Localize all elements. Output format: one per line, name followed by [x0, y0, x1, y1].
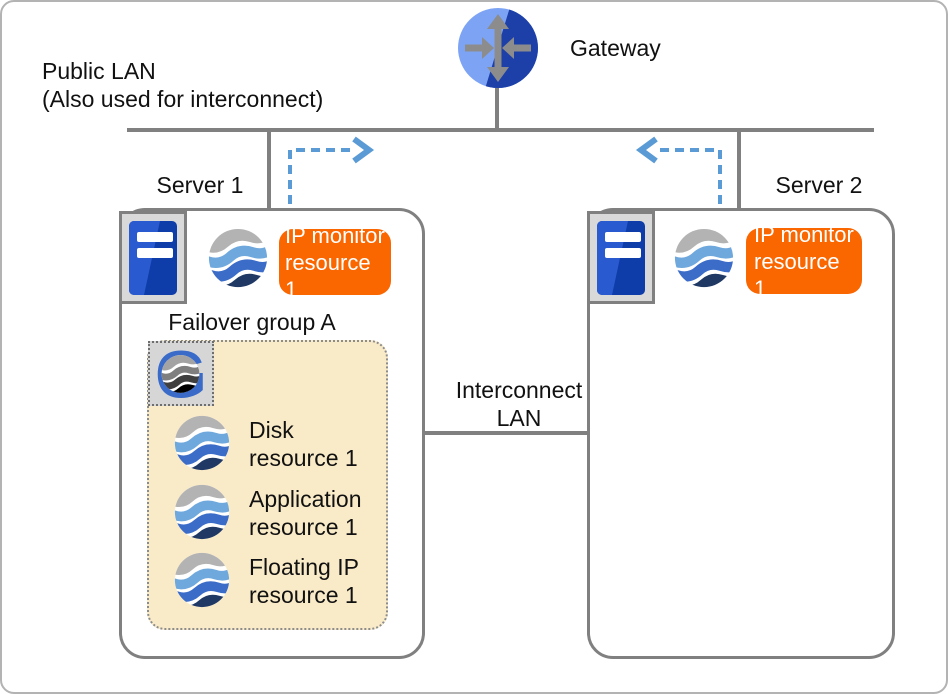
public-lan-line1: Public LAN [42, 58, 156, 84]
interconnect-line1: Interconnect [455, 377, 583, 403]
server2-ip-monitor-line2: resource 1 [754, 248, 840, 301]
server1-ip-monitor-line2: resource 1 [285, 249, 371, 302]
server1-tower-icon [119, 211, 187, 304]
server2-tower-icon [587, 211, 655, 304]
server2-ip-monitor-line1: IP monitor [754, 221, 854, 247]
floating-ip-resource-label: Floating IP resource 1 [249, 553, 359, 609]
gateway-router-icon [458, 8, 538, 88]
disk-resource-icon [174, 415, 230, 471]
public-lan-line2: (Also used for interconnect) [42, 86, 324, 112]
application-resource-line2: resource 1 [249, 514, 358, 540]
server2-ip-monitor-badge: IP monitor resource 1 [746, 222, 862, 301]
public-lan-label: Public LAN (Also used for interconnect) [42, 57, 323, 113]
failover-group-icon: G [148, 341, 214, 406]
floating-ip-resource-line2: resource 1 [249, 582, 358, 608]
server1-monitor-resource-icon [208, 228, 268, 288]
disk-resource-line2: resource 1 [249, 445, 358, 471]
failover-group-label: Failover group A [168, 309, 336, 335]
application-resource-icon [174, 484, 230, 540]
application-resource-line1: Application [249, 486, 362, 512]
disk-resource-line1: Disk [249, 417, 294, 443]
gateway-label: Gateway [570, 35, 661, 61]
server1-ip-monitor-line1: IP monitor [285, 222, 385, 248]
server2-name-label: Server 2 [775, 172, 863, 198]
server1-ip-monitor-badge: IP monitor resource 1 [279, 223, 391, 302]
floating-ip-resource-icon [174, 552, 230, 608]
floating-ip-resource-line1: Floating IP [249, 554, 359, 580]
interconnect-line2: LAN [496, 405, 542, 431]
server1-name-label: Server 1 [156, 172, 244, 198]
server2-monitor-resource-icon [674, 228, 734, 288]
monitor-arrow-server1 [288, 136, 375, 204]
application-resource-label: Application resource 1 [249, 485, 362, 541]
disk-resource-label: Disk resource 1 [249, 416, 358, 472]
monitor-arrow-server2 [635, 136, 722, 204]
interconnect-lan-label: Interconnect LAN [439, 376, 599, 432]
